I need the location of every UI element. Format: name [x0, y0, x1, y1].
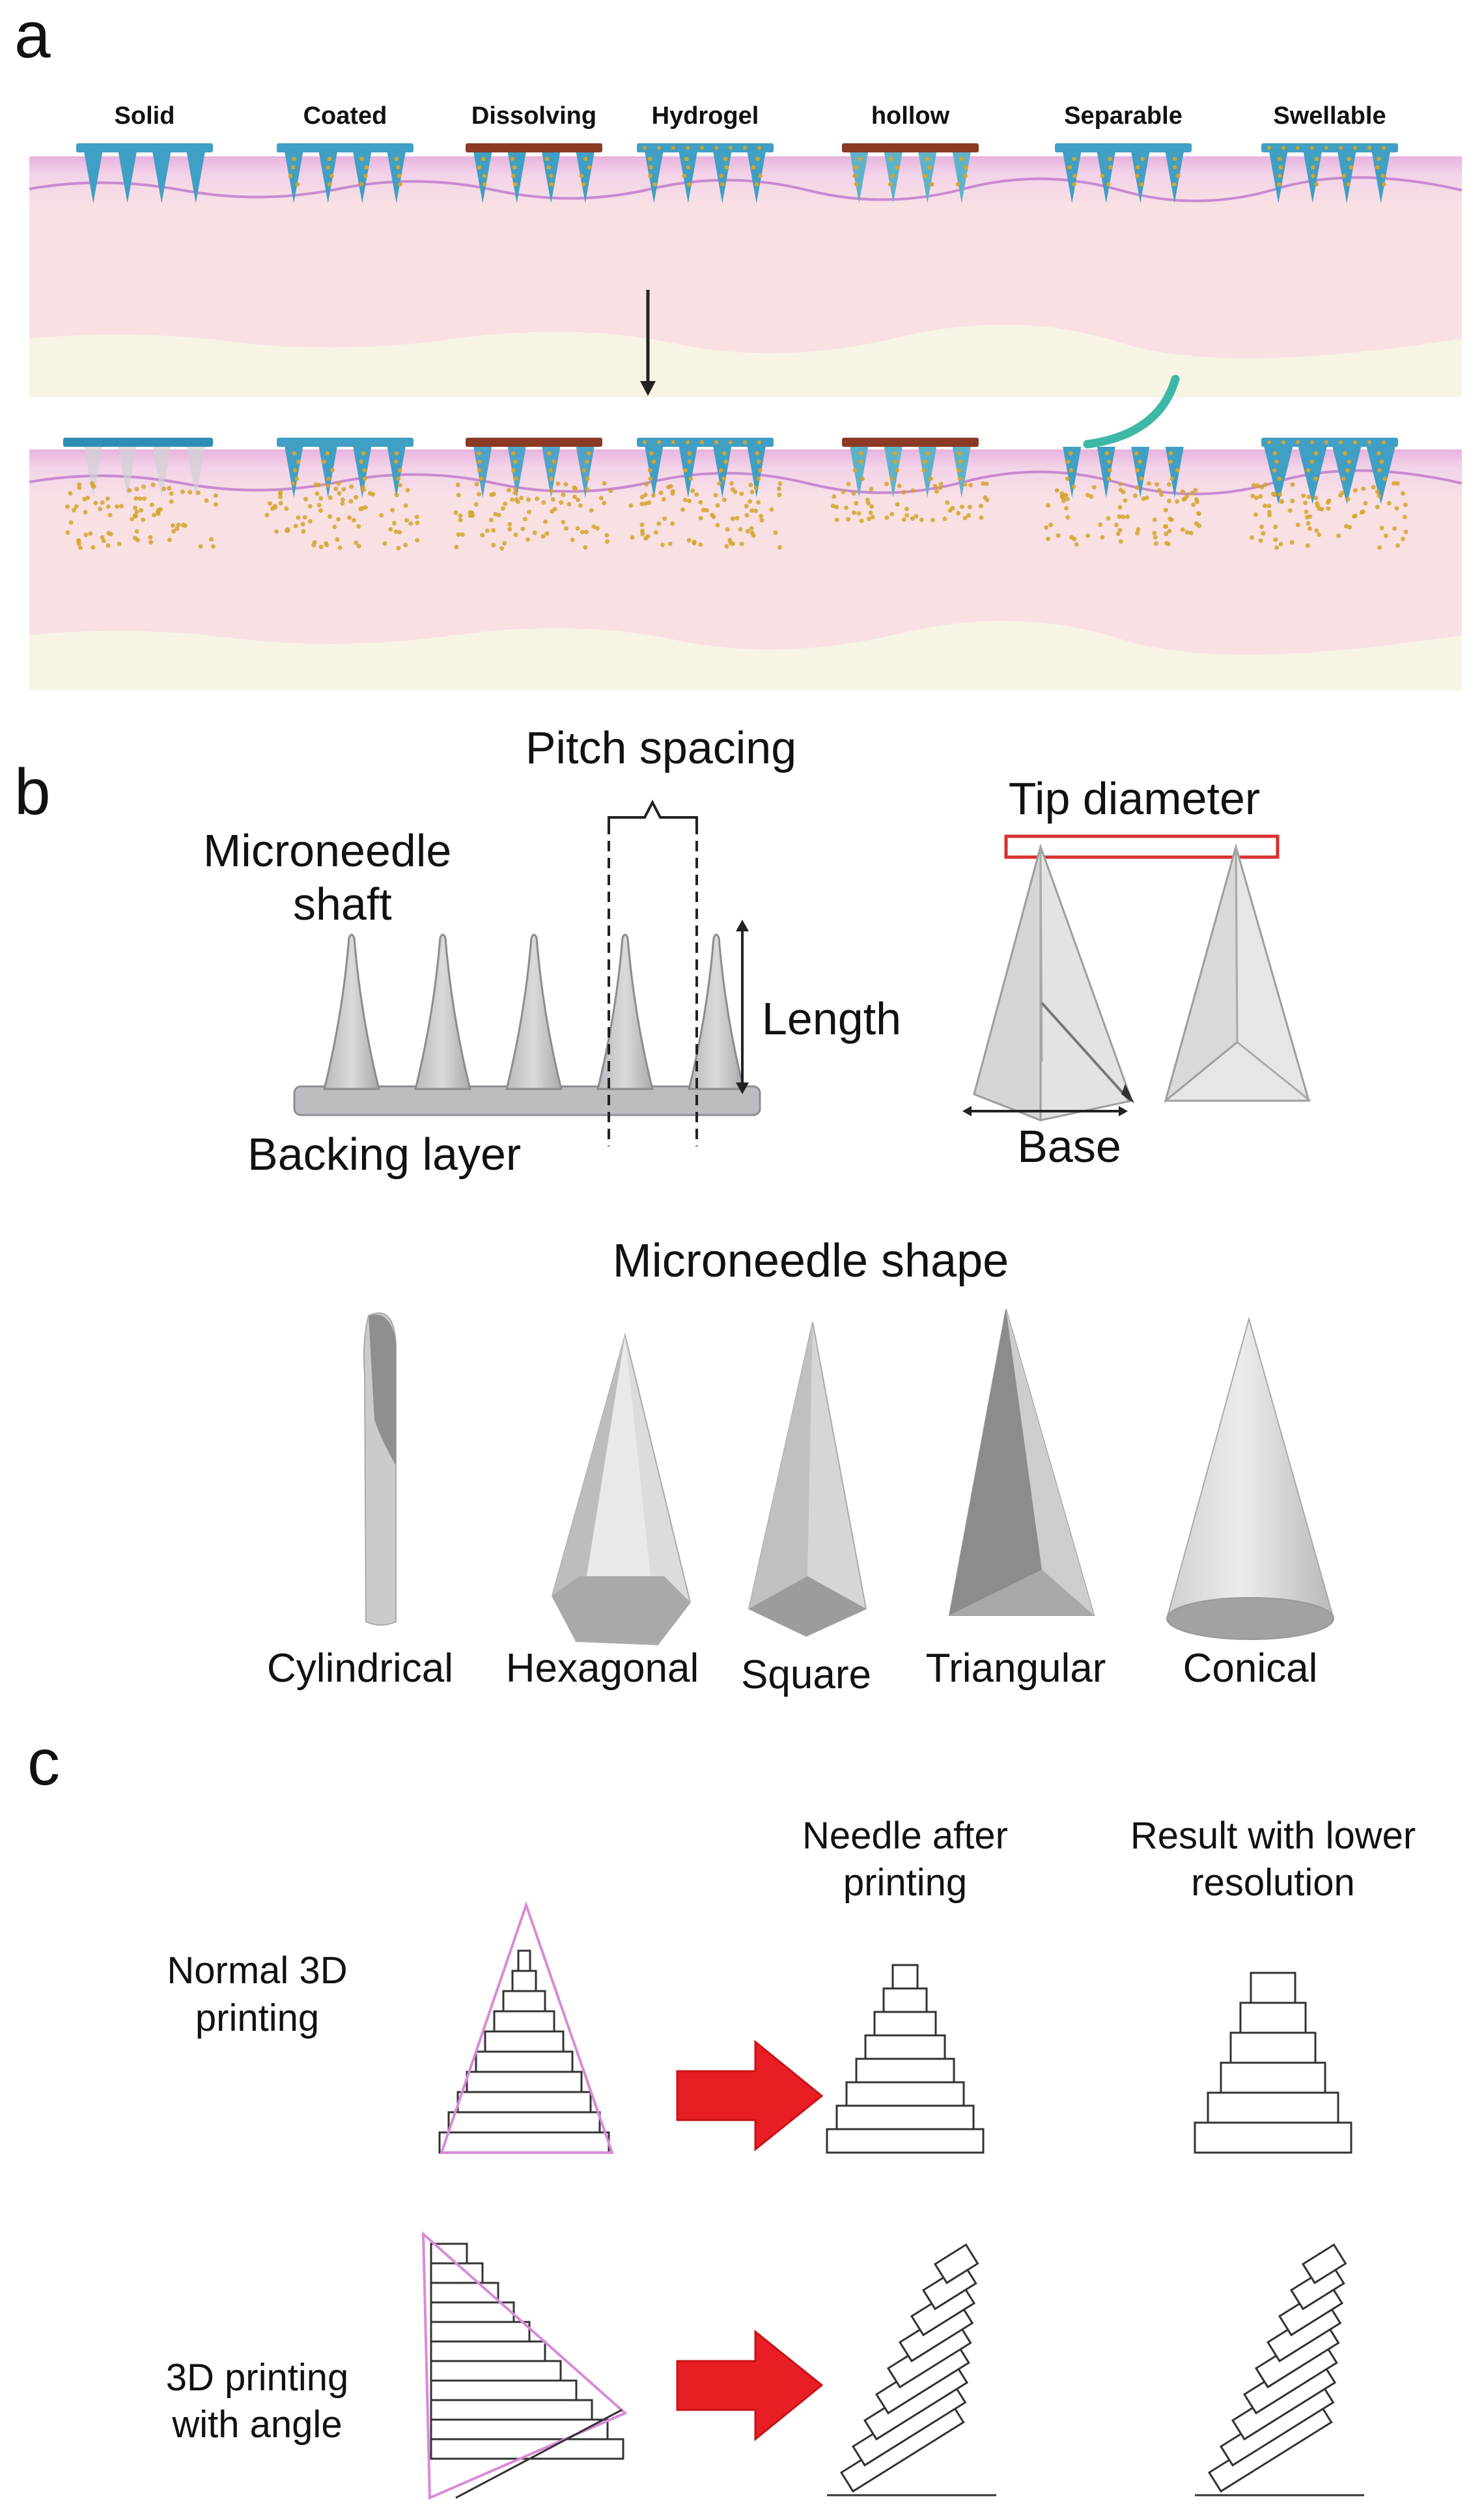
process-arrow [640, 290, 656, 396]
mn-type-label-separable: Separable [1064, 102, 1183, 130]
panel-a-letter: a [14, 0, 51, 72]
row-normal-printing-1: Normal 3D [167, 1949, 347, 1992]
col-lower-resolution-2: resolution [1191, 1861, 1354, 1904]
mn-type-label-hydrogel: Hydrogel [652, 102, 759, 130]
mn-type-label-solid: Solid [115, 102, 175, 130]
microneedle-array-diagram [293, 799, 761, 1146]
row-angle-printing-2: with angle [171, 2403, 342, 2446]
layer-stack-normal-printed [826, 1964, 985, 2154]
microneedle-shaft [596, 933, 654, 1090]
triangular-needle-shape [948, 1309, 1095, 1616]
microneedle-patch-dissolving [466, 143, 602, 203]
microneedle-patch-hydrogel [637, 143, 774, 203]
panel-c-letter: c [27, 1726, 60, 1799]
backing-layer-label: Backing layer [247, 1129, 521, 1180]
tip-diameter-label: Tip diameter [1009, 773, 1260, 824]
red-arrow-normal [676, 2039, 824, 2152]
col-needle-after-printing-1: Needle after [802, 1815, 1008, 1857]
layer-stack-normal-lowres [1194, 1972, 1352, 2154]
shape-label-cylindrical: Cylindrical [267, 1646, 453, 1691]
released-drug-particles [264, 481, 420, 550]
microneedle-shaft [323, 933, 380, 1090]
hexagonal-needle-shape [551, 1333, 692, 1646]
microneedle-patch-hollow [842, 143, 979, 203]
row-angle-printing-1: 3D printing [166, 2356, 348, 2399]
mn-type-label-swellable: Swellable [1273, 102, 1386, 130]
microneedle-shaft [688, 933, 745, 1090]
microneedle-shaft-label-1: Microneedle [203, 825, 451, 876]
layer-stack-angle-printed [827, 2243, 996, 2497]
microneedle-patch-solid [76, 143, 213, 203]
base-label: Base [1017, 1121, 1121, 1172]
microneedle-shaft-label-2: shaft [293, 879, 392, 929]
col-lower-resolution-1: Result with lower [1130, 1815, 1416, 1857]
col-needle-after-printing-2: printing [843, 1861, 967, 1904]
released-drug-particles [1044, 481, 1202, 547]
microneedle-shape-title: Microneedle shape [613, 1235, 1009, 1287]
conical-needle-shape [1166, 1316, 1335, 1640]
shape-label-hexagonal: Hexagonal [506, 1646, 699, 1691]
layer-stack-angle-design [421, 2231, 628, 2500]
skin-diagram-before [29, 156, 1463, 397]
mn-type-label-dissolving: Dissolving [471, 102, 596, 130]
released-drug-particles [65, 481, 218, 550]
microneedle-patch-coated [277, 143, 413, 203]
skin-diagram-after [29, 449, 1463, 690]
microneedle-patch-dissolving-applied [453, 438, 613, 551]
mn-type-label-coated: Coated [303, 102, 387, 130]
released-drug-particles [1249, 481, 1408, 550]
pitch-spacing-label: Pitch spacing [525, 722, 796, 773]
cylindrical-needle-shape [363, 1312, 397, 1626]
microneedle-shaft [414, 933, 471, 1090]
layer-stack-angle-lowres [1195, 2243, 1364, 2497]
microneedle-patch-swellable [1261, 143, 1398, 203]
microneedle-patch-hydrogel-applied [628, 438, 783, 550]
shape-label-triangular: Triangular [926, 1646, 1106, 1691]
microneedle-patch-separable-applied [1044, 375, 1202, 547]
microneedle-patch-swellable-applied [1249, 438, 1408, 550]
length-label: Length [762, 993, 901, 1044]
layer-stack-normal-design [438, 1901, 614, 2154]
needle-shape-illustrations [363, 1309, 1335, 1646]
microneedle-patch-hollow-applied [830, 438, 990, 524]
microneedle-shaft [505, 933, 563, 1090]
released-drug-particles [453, 481, 613, 551]
pyramid-tip-diagram [962, 834, 1311, 1122]
panel-b-letter: b [14, 756, 51, 828]
microneedle-patch-separable [1055, 143, 1192, 203]
row-normal-printing-2: printing [195, 1997, 319, 2039]
red-arrow-angle [676, 2329, 824, 2442]
mn-type-label-hollow: hollow [871, 102, 950, 130]
square-needle-shape [748, 1322, 867, 1637]
shape-label-conical: Conical [1183, 1646, 1318, 1691]
shape-label-square: Square [741, 1652, 871, 1697]
released-drug-particles [628, 481, 783, 550]
released-drug-particles [830, 481, 990, 524]
microneedle-patch-coated-applied [264, 438, 420, 550]
microneedle-patch-solid-applied [63, 438, 218, 550]
